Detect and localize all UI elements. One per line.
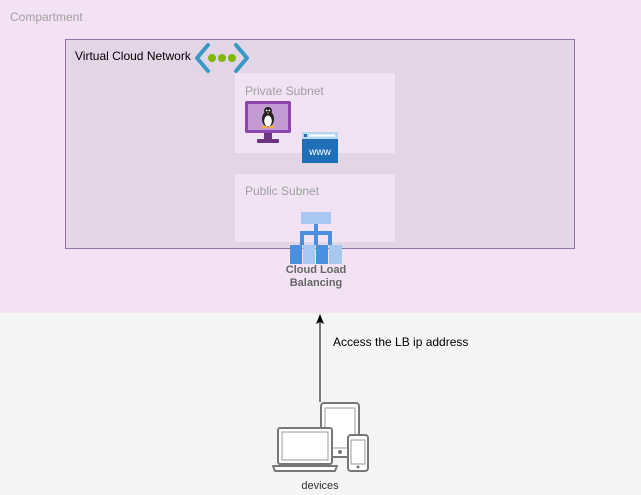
public-subnet-label: Public Subnet [245,184,320,198]
load-balancer-label: Cloud Load Balancing [270,264,362,290]
linux-vm-icon [245,101,291,143]
load-balancer-label-line1: Cloud Load [285,264,347,276]
compartment-label: Compartment [10,10,83,24]
web-app-icon: www [302,132,338,163]
private-subnet-label: Private Subnet [245,84,324,98]
vcn-label: Virtual Cloud Network [75,49,191,63]
connector-label: Access the LB ip address [333,335,469,349]
load-balancer-icon [290,212,342,264]
devices-icon [272,402,369,472]
web-icon-text: www [308,147,331,158]
load-balancer-label-line2: Balancing [289,277,343,289]
devices-label: devices [301,480,339,492]
virtual-network-icon [195,43,249,73]
